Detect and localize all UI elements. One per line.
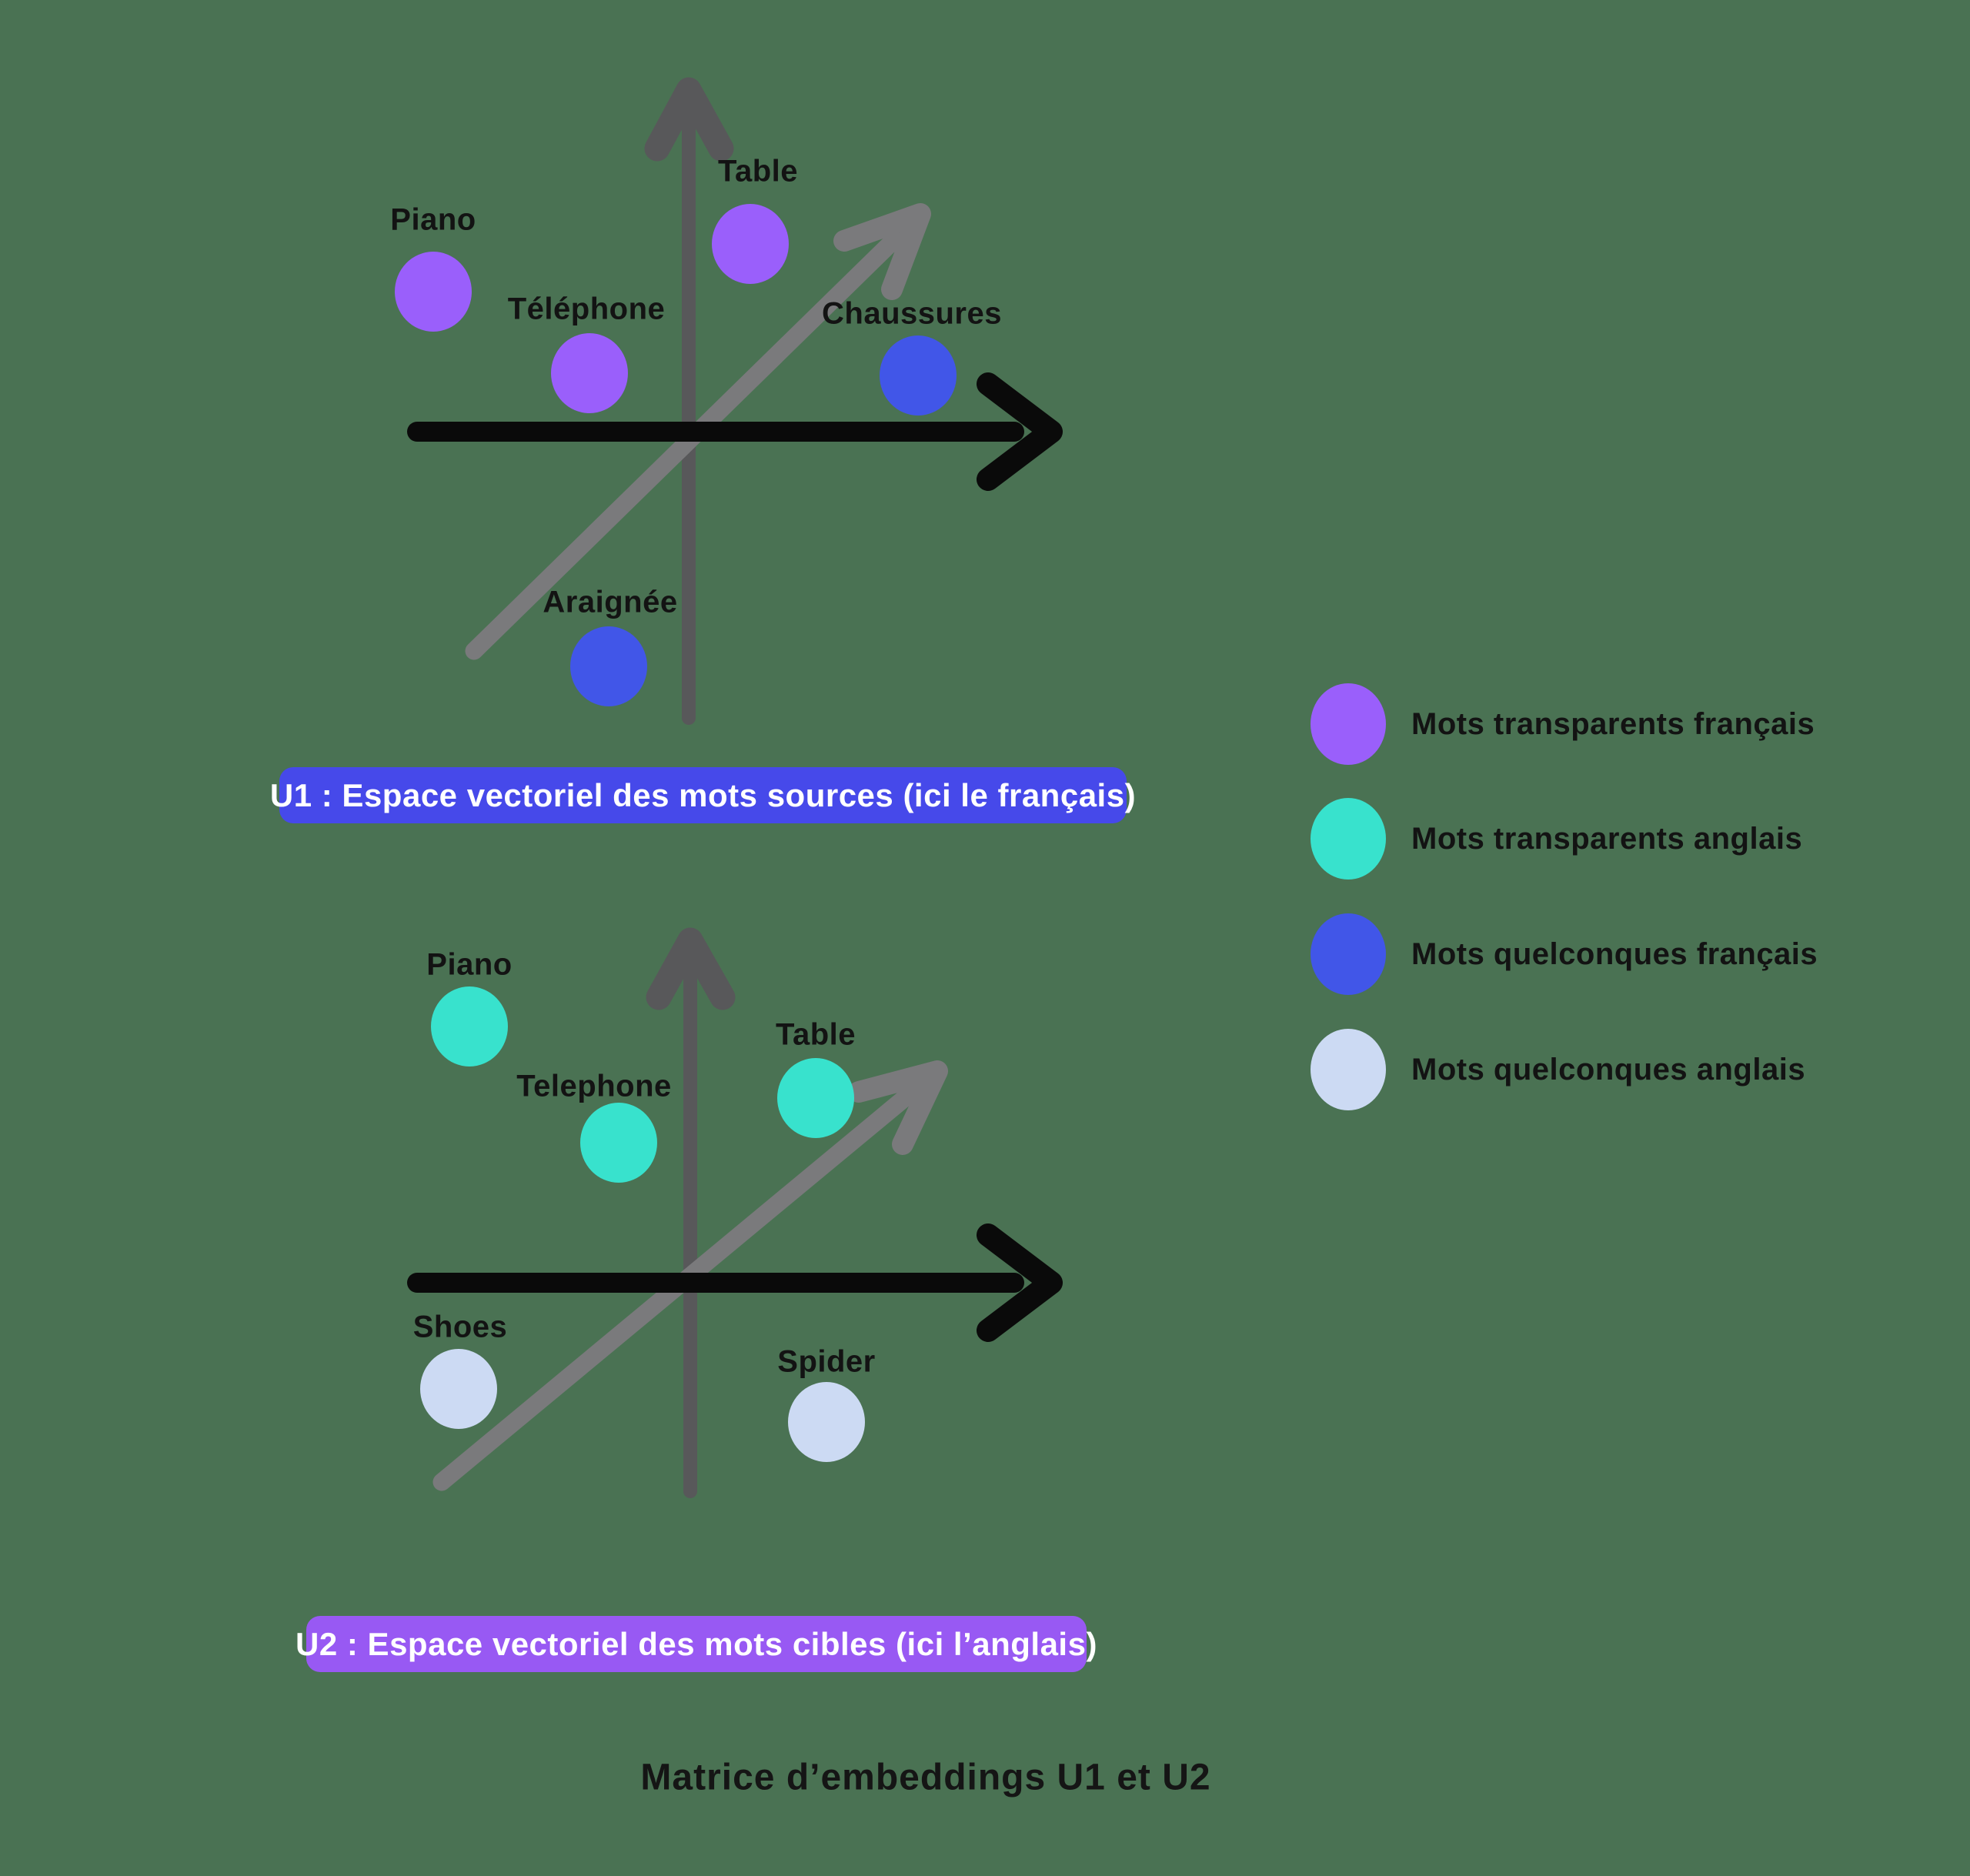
u2-point-shoes <box>420 1349 497 1429</box>
u2-point-table <box>777 1058 854 1138</box>
u1-caption-text: U1 : Espace vectoriel des mots sources (… <box>269 776 1137 813</box>
u1-x-axis-arrowhead-icon <box>977 372 1063 491</box>
legend-item-mots-quelconques-francais: Mots quelconques français <box>1311 912 1818 996</box>
legend-dot-purple <box>1311 683 1386 765</box>
figure-title: Matrice d’embeddings U1 et U2 <box>640 1757 1211 1798</box>
u1-diagonal-arrowhead-icon <box>833 203 931 300</box>
u1-point-chaussures <box>880 335 957 416</box>
u1-point-table-label: Table <box>717 154 799 189</box>
u1-point-piano-label: Piano <box>390 202 476 237</box>
legend-label-mots-quelconques-francais: Mots quelconques français <box>1411 936 1818 971</box>
u1-point-telephone-label: Téléphone <box>507 292 666 326</box>
u2-y-axis-arrowhead-icon <box>646 927 736 1010</box>
u1-y-axis-arrowhead-icon <box>644 77 734 162</box>
u2-caption-banner: U2 : Espace vectoriel des mots cibles (i… <box>296 1616 1097 1672</box>
legend-item-mots-transparents-francais: Mots transparents français <box>1311 682 1815 766</box>
legend-label-mots-transparents-anglais: Mots transparents anglais <box>1411 821 1803 856</box>
u1-point-piano <box>395 252 472 332</box>
u2-point-table-label: Table <box>775 1017 856 1052</box>
u2-point-telephone <box>580 1103 657 1183</box>
u2-point-spider-label: Spider <box>777 1344 876 1379</box>
u2-caption-text: U2 : Espace vectoriel des mots cibles (i… <box>296 1625 1097 1662</box>
u2-point-piano <box>431 986 508 1067</box>
u2-diagonal-arrowhead-icon <box>848 1060 948 1155</box>
u1-point-araignee <box>570 626 647 706</box>
legend-dot-blue <box>1311 913 1386 995</box>
u1-point-chaussures-label: Chaussures <box>822 296 1002 331</box>
legend-label-mots-quelconques-anglais: Mots quelconques anglais <box>1411 1052 1806 1087</box>
u2-point-telephone-label: Telephone <box>516 1069 672 1103</box>
u2-point-spider <box>788 1382 865 1462</box>
legend-item-mots-transparents-anglais: Mots transparents anglais <box>1311 796 1802 881</box>
legend-dot-lavender <box>1311 1029 1386 1110</box>
u2-x-axis-arrowhead-icon <box>977 1223 1063 1342</box>
u1-point-table <box>712 204 789 284</box>
legend-dot-teal <box>1311 798 1386 880</box>
u2-point-piano-label: Piano <box>426 947 513 982</box>
legend-label-mots-transparents-francais: Mots transparents français <box>1411 706 1815 741</box>
u1-caption-banner: U1 : Espace vectoriel des mots sources (… <box>270 767 1136 823</box>
legend-item-mots-quelconques-anglais: Mots quelconques anglais <box>1311 1027 1805 1112</box>
u1-point-araignee-label: Araignée <box>543 585 678 619</box>
u1-point-telephone <box>551 333 628 413</box>
u2-point-shoes-label: Shoes <box>412 1310 508 1344</box>
